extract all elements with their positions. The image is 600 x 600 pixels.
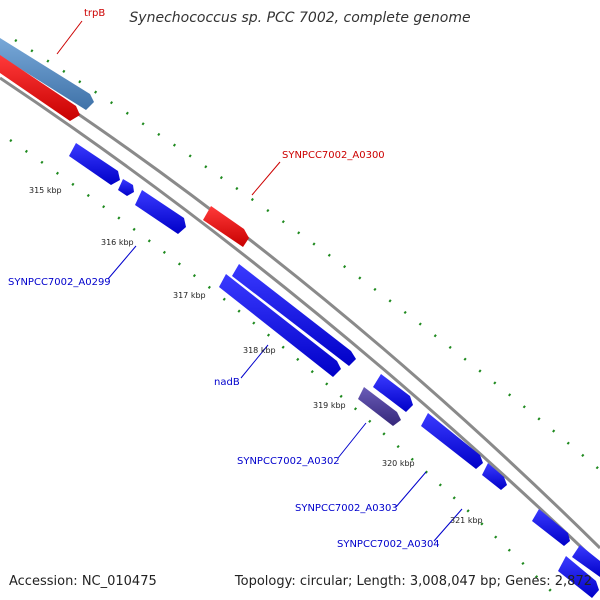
leader-nadB — [240, 344, 269, 379]
tick-label-318: 318 kbp — [243, 346, 276, 355]
leader-SYNPCC7002_A0302 — [337, 422, 367, 459]
tick-label-319: 319 kbp — [313, 401, 346, 410]
tick-track-inner — [9, 138, 561, 600]
gene-blue-1[interactable] — [69, 143, 120, 185]
tick-label-316: 316 kbp — [101, 238, 134, 247]
tick-label-321: 321 kbp — [450, 516, 483, 525]
leader-SYNPCC7002_A0299 — [107, 245, 137, 280]
leader-SYNPCC7002_A0300 — [251, 161, 281, 196]
tick-label-320: 320 kbp — [382, 459, 415, 468]
gene-label-SYNPCC7002_A0299[interactable]: SYNPCC7002_A0299 — [8, 277, 111, 288]
gene-blue-small[interactable] — [118, 179, 134, 196]
genome-summary-text: Topology: circular; Length: 3,008,047 bp… — [234, 574, 592, 589]
gene-SYNPCC7002_A0303[interactable] — [421, 413, 483, 469]
tick-track-outer — [14, 38, 600, 471]
tick-label-317: 317 kbp — [173, 291, 206, 300]
label-leaders — [56, 20, 463, 542]
gene-features — [0, 38, 600, 598]
gene-labels: trpB SYNPCC7002_A0300 SYNPCC7002_A0299 n… — [8, 8, 440, 550]
gene-label-nadB[interactable]: nadB — [214, 377, 240, 388]
accession-text: Accession: NC_010475 — [9, 574, 157, 589]
gene-label-SYNPCC7002_A0300[interactable]: SYNPCC7002_A0300 — [282, 150, 385, 161]
gene-nadB[interactable] — [219, 274, 341, 377]
tick-label-315: 315 kbp — [29, 186, 62, 195]
leader-SYNPCC7002_A0304 — [433, 508, 463, 542]
genome-backbone — [0, 60, 600, 567]
gene-blue-upper-long[interactable] — [232, 264, 356, 366]
gene-blue-mid[interactable] — [373, 374, 413, 412]
gene-SYNPCC7002_A0299[interactable] — [135, 190, 186, 234]
gene-label-SYNPCC7002_A0303[interactable]: SYNPCC7002_A0303 — [295, 503, 398, 514]
gene-trpB[interactable] — [0, 38, 94, 110]
backbone-line-outer — [0, 60, 600, 550]
gene-label-SYNPCC7002_A0302[interactable]: SYNPCC7002_A0302 — [237, 456, 340, 467]
gene-red-left[interactable] — [0, 55, 80, 121]
backbone-line-inner — [0, 76, 600, 567]
gene-SYNPCC7002_A0300[interactable] — [203, 206, 249, 247]
tick-labels: 315 kbp 316 kbp 317 kbp 318 kbp 319 kbp … — [29, 186, 483, 525]
gene-blue-small-2[interactable] — [482, 463, 507, 490]
gene-blue-bottom-a[interactable] — [572, 545, 600, 577]
gene-label-SYNPCC7002_A0304[interactable]: SYNPCC7002_A0304 — [337, 539, 440, 550]
gene-blue-bottom-b[interactable] — [558, 556, 599, 598]
leader-trpB — [56, 20, 83, 55]
map-title: Synechococcus sp. PCC 7002, complete gen… — [129, 10, 471, 26]
gene-SYNPCC7002_A0304[interactable] — [532, 509, 570, 546]
gene-SYNPCC7002_A0302[interactable] — [358, 387, 401, 426]
gene-label-trpB[interactable]: trpB — [84, 8, 105, 19]
leader-SYNPCC7002_A0303 — [395, 471, 427, 508]
